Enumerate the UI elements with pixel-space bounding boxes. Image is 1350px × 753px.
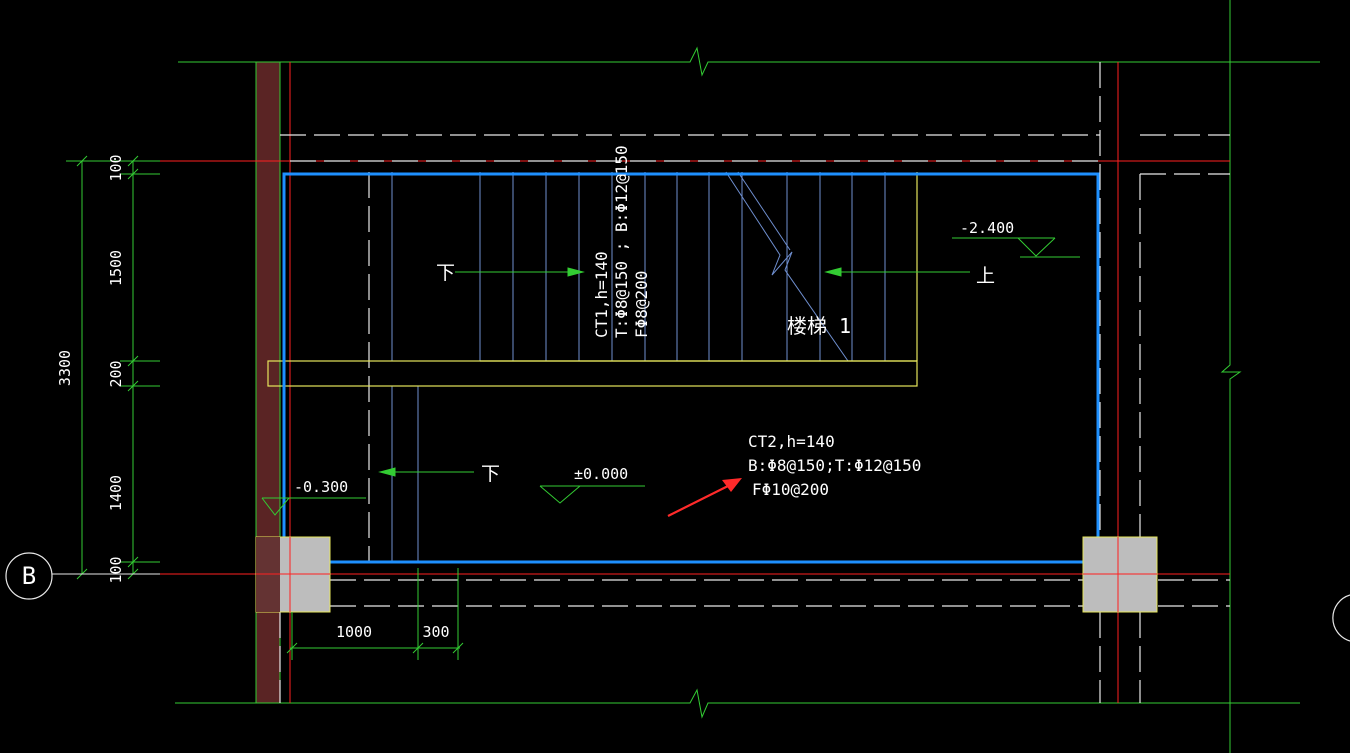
columns xyxy=(255,536,1158,613)
ct2-note-line2: B:Φ8@150;T:Φ12@150 xyxy=(748,456,921,475)
elevation-left-landing: -0.300 xyxy=(294,478,348,496)
elevation-marks xyxy=(261,237,1080,516)
lower-flight-lines xyxy=(391,172,419,562)
dim-300: 300 xyxy=(422,623,449,641)
dim-segment-200: 200 xyxy=(107,360,125,387)
slab-outline[interactable] xyxy=(282,172,1100,564)
dim-segment-100-top: 100 xyxy=(107,154,125,181)
dim-segment-100-bottom: 100 xyxy=(107,556,125,583)
arrow-label-up: 上 xyxy=(976,265,995,287)
vertical-dimension-chain xyxy=(66,155,160,580)
arrow-label-down-lower: 下 xyxy=(481,463,500,485)
ct1-note-line1: CT1,h=140 xyxy=(592,251,611,338)
landing-beam xyxy=(267,360,918,387)
ct1-note-line3: FΦ8@200 xyxy=(632,271,651,338)
dim-segment-1400: 1400 xyxy=(107,475,125,511)
ct2-note-line3: FΦ10@200 xyxy=(752,480,829,499)
ct2-note: CT2,h=140 B:Φ8@150;T:Φ12@150 FΦ10@200 xyxy=(748,432,921,499)
axis-bubble-partial-right xyxy=(1332,594,1350,642)
elevation-floor: ±0.000 xyxy=(574,465,628,483)
dim-segment-1500: 1500 xyxy=(107,250,125,286)
stair-treads xyxy=(479,172,886,361)
axis-bubble-b[interactable]: B xyxy=(5,552,160,600)
red-annotation-arrow xyxy=(667,478,742,517)
stair-label: 楼梯 1 xyxy=(787,314,851,338)
stair-break-line xyxy=(725,171,849,362)
wall-hidden-lines xyxy=(279,62,1230,703)
boundary-lines xyxy=(175,0,1320,753)
horizontal-dimension-chain xyxy=(286,568,464,660)
axis-label-b: B xyxy=(22,562,36,590)
ct2-note-line1: CT2,h=140 xyxy=(748,432,835,451)
elevation-upper-landing: -2.400 xyxy=(960,219,1014,237)
dim-1000: 1000 xyxy=(336,623,372,641)
ct1-note: CT1,h=140 T:Φ8@150 ; B:Φ12@150 FΦ8@200 xyxy=(592,145,651,338)
ct1-note-line2: T:Φ8@150 ; B:Φ12@150 xyxy=(612,145,631,338)
dim-total-3300: 3300 xyxy=(56,350,74,386)
direction-arrows xyxy=(378,267,970,477)
arrow-label-down-upper: 下 xyxy=(436,262,455,284)
